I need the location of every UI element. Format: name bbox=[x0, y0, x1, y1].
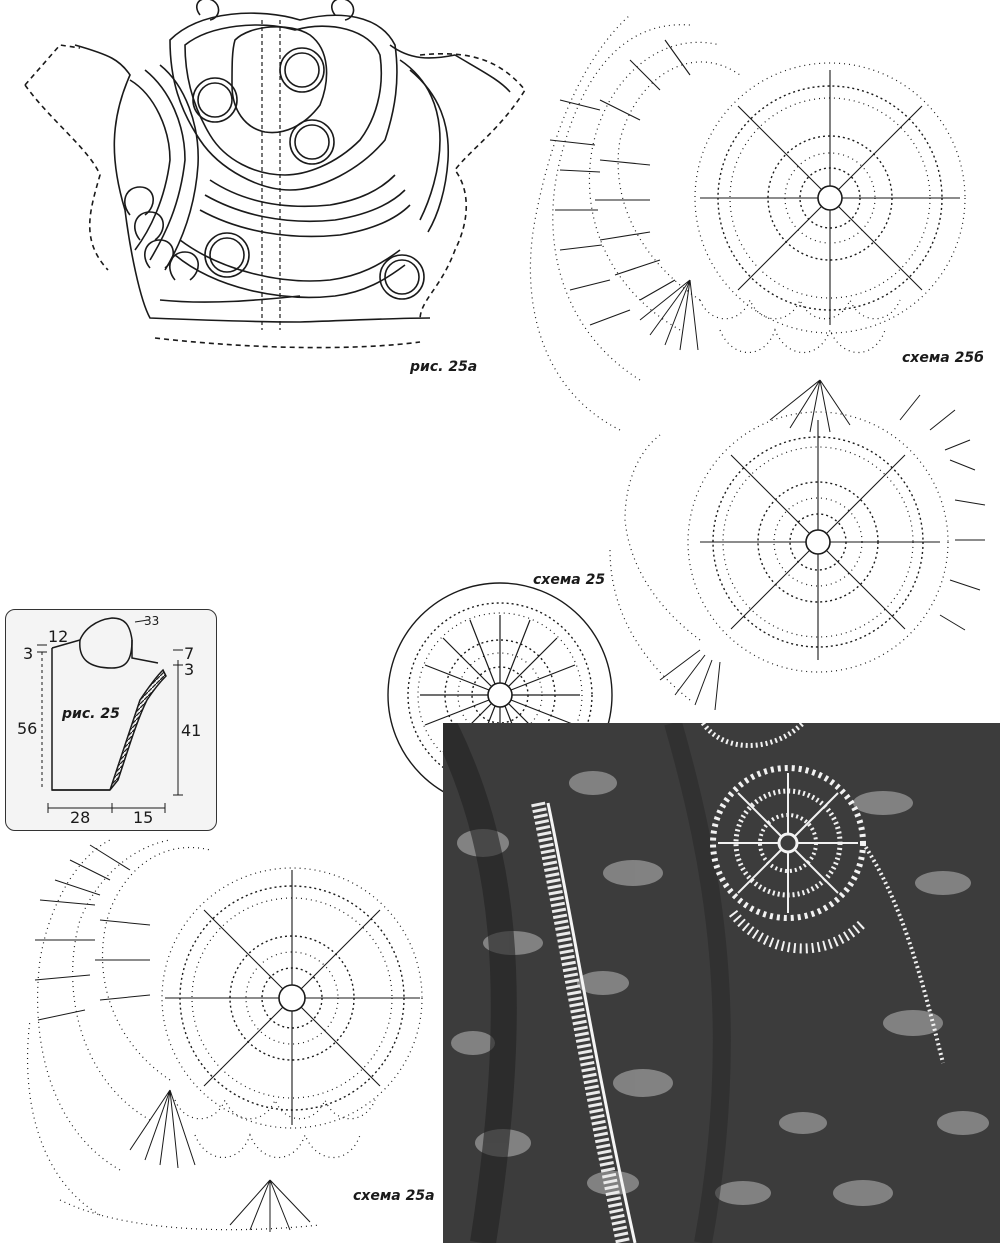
scheme-25-caption: схема 25 bbox=[533, 572, 606, 588]
fig-25-caption: рис. 25 bbox=[62, 706, 120, 722]
dim-bottom-right: 15 bbox=[133, 808, 154, 827]
dim-shoulder: 12 bbox=[48, 627, 69, 646]
dim-bottom-left: 28 bbox=[70, 808, 91, 827]
scheme-25b-motifs bbox=[529, 14, 986, 711]
dim-top-left: 3 bbox=[23, 644, 34, 663]
dim-armhole: 33 bbox=[144, 614, 160, 628]
fig-25a-caption: рис. 25а bbox=[410, 359, 478, 375]
lace-photo-image bbox=[443, 723, 1000, 1243]
scheme-25b-caption: схема 25б bbox=[902, 350, 984, 366]
dim-height-left: 56 bbox=[17, 719, 38, 738]
scheme-25a-motif bbox=[27, 839, 423, 1232]
dim-height-right: 41 bbox=[181, 721, 202, 740]
scheme-25a-caption: схема 25а bbox=[353, 1188, 435, 1204]
dim-top-right-a: 7 bbox=[184, 644, 195, 663]
lace-photo bbox=[443, 723, 1000, 1243]
dim-top-right-b: 3 bbox=[184, 660, 195, 679]
garment-layout-figure bbox=[24, 0, 526, 349]
